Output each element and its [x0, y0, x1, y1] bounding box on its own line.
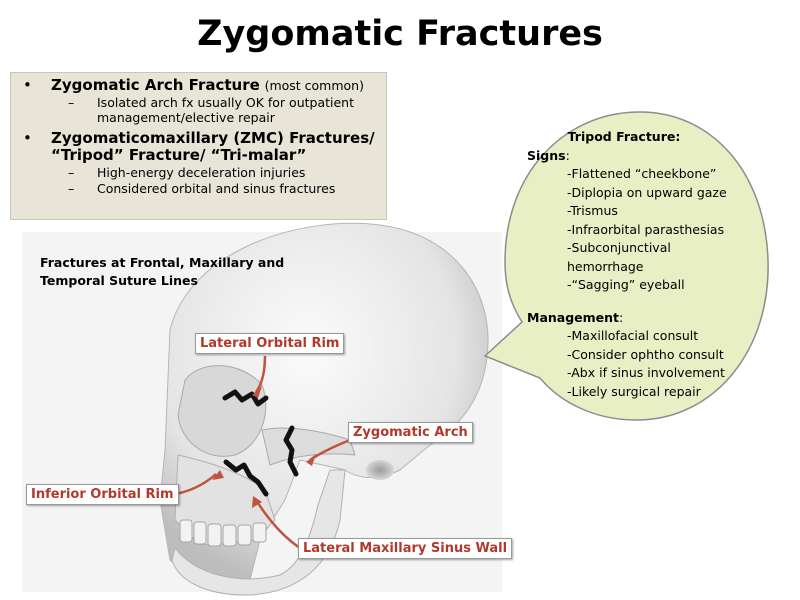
management-item: -Maxillofacial consult — [567, 328, 699, 343]
speech-bubble-shape — [483, 111, 769, 421]
management-item: -Likely surgical repair — [567, 383, 701, 399]
bullet-note: (most common) — [264, 78, 364, 93]
management-item: -Abx if sinus involvement — [567, 365, 725, 380]
bullet-text: Zygomatic Arch Fracture — [51, 76, 260, 94]
dash-marker: – — [68, 165, 75, 180]
bullet-text: Zygomaticomaxillary (ZMC) Fractures/ “Tr… — [51, 129, 375, 164]
bullet-zmc-fractures: • Zygomaticomaxillary (ZMC) Fractures/ “… — [21, 130, 378, 164]
subitem: – Isolated arch fx usually OK for outpat… — [21, 95, 378, 125]
label-lateral-orbital-rim: Lateral Orbital Rim — [195, 333, 345, 354]
figure-caption: Fractures at Frontal, Maxillary and Temp… — [40, 255, 285, 288]
summary-box: • Zygomatic Arch Fracture (most common) … — [10, 72, 387, 220]
label-zygomatic-arch: Zygomatic Arch — [348, 422, 473, 443]
dash-marker: – — [68, 181, 75, 196]
management-item: -Consider ophtho consult — [567, 346, 724, 362]
subitem-text: High-energy deceleration injuries — [97, 165, 306, 180]
bullet-zygomatic-arch: • Zygomatic Arch Fracture (most common) — [21, 77, 378, 94]
bullet-marker: • — [23, 129, 32, 147]
ear-opening — [366, 460, 394, 480]
fracture-lines — [222, 389, 299, 497]
subitem-text: Isolated arch fx usually OK for outpatie… — [97, 95, 355, 125]
mandible-shape — [171, 469, 346, 596]
dash-marker: – — [68, 95, 75, 110]
sign-item: -Flattened “cheekbone” — [567, 166, 717, 181]
bullet-marker: • — [23, 76, 32, 94]
sign-item: -Trismus — [567, 203, 618, 218]
callout-heading: Tripod Fracture: — [567, 129, 681, 144]
label-lateral-maxillary-sinus-wall: Lateral Maxillary Sinus Wall — [298, 538, 513, 559]
sign-item: -“Sagging” eyeball — [567, 277, 685, 292]
orbit-shape — [177, 365, 267, 457]
signs-heading: Signs: — [527, 147, 749, 166]
management-colon: : — [619, 309, 624, 325]
sign-item: -Subconjunctival hemorrhage — [567, 240, 671, 274]
signs-label: Signs — [527, 147, 566, 163]
sign-item: -Infraorbital parasthesias — [567, 221, 725, 237]
arrow-heads — [212, 386, 316, 508]
tripod-fracture-callout: Tripod Fracture: Signs: -Flattened “chee… — [527, 128, 749, 401]
subitem-text: Considered orbital and sinus fractures — [97, 181, 336, 196]
label-inferior-orbital-rim: Inferior Orbital Rim — [26, 484, 179, 505]
teeth-icon — [179, 519, 267, 547]
page-title: Zygomatic Fractures — [197, 14, 603, 54]
management-heading: Management: — [527, 309, 749, 328]
subitem: – High-energy deceleration injuries — [21, 165, 378, 180]
management-label: Management — [527, 309, 620, 325]
subitem: – Considered orbital and sinus fractures — [21, 181, 378, 196]
sign-item: -Diplopia on upward gaze — [567, 184, 727, 200]
signs-colon: : — [565, 147, 570, 163]
